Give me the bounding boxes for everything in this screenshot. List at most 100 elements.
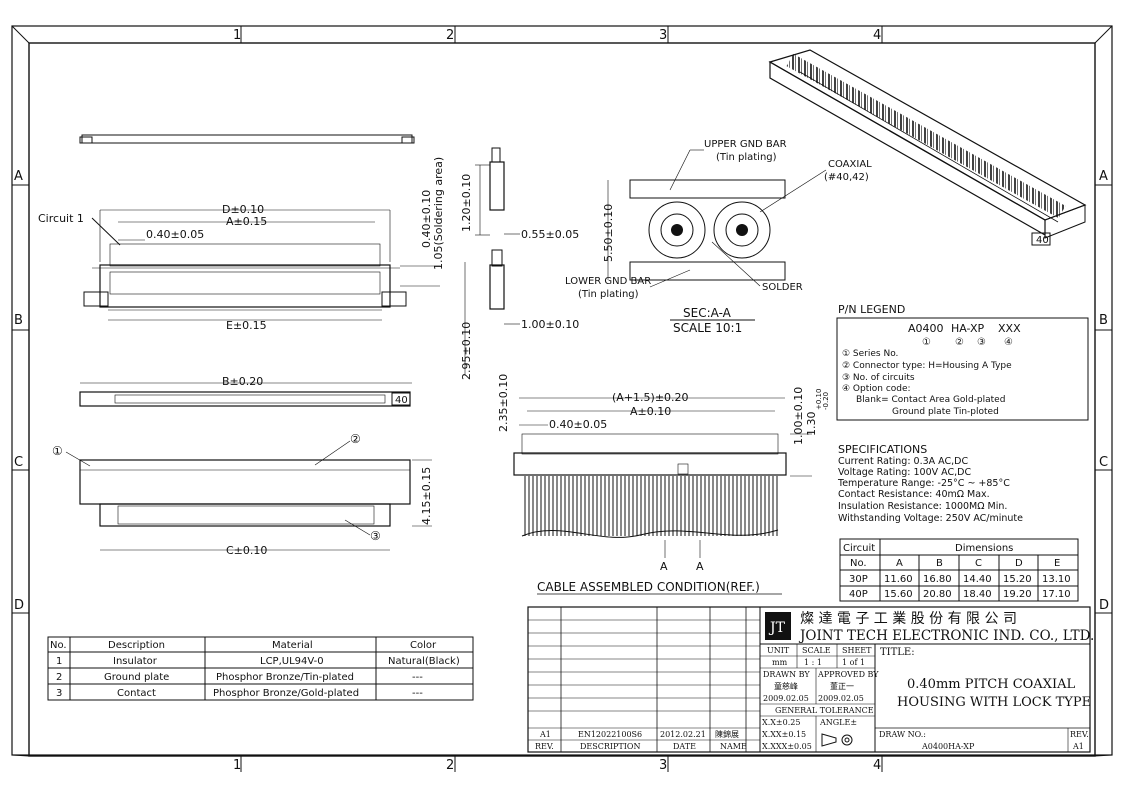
mt-h-no: No. [50, 640, 67, 651]
angle-label: ANGLE± [819, 718, 857, 727]
zone-row-c-right: C [1099, 455, 1108, 470]
drawn-label: DRAWN BY [763, 670, 810, 679]
approved-name: 董正一 [830, 681, 854, 691]
pn-title: P/N LEGEND [838, 303, 905, 316]
dt-col-a: A [896, 558, 903, 569]
iso-40-label: 40 [1036, 235, 1049, 246]
company-en: JOINT TECH ELECTRONIC IND. CO., LTD. [798, 628, 1094, 644]
rev-row-desc: EN12022100S6 [578, 730, 642, 739]
sheet-label: SHEET [842, 646, 872, 655]
pn-item-3: ③ No. of circuits [842, 373, 915, 383]
mt-r3-no: 3 [56, 688, 62, 699]
bottom-strip-view: B±0.20 40 [79, 375, 412, 407]
cable-tol-minus: -0.20 [822, 392, 830, 410]
sec-label: SEC:A-A [683, 306, 732, 320]
drawing-title-1: 0.40mm PITCH COAXIAL [907, 677, 1075, 692]
bottom-view: ① ② ③ C±0.10 4.15±0.15 [52, 432, 433, 557]
approved-date: 2009.02.05 [818, 694, 864, 703]
drawn-name: 童慈峰 [774, 681, 798, 691]
scale-label: SCALE 10:1 [673, 321, 742, 335]
unit-label: UNIT [767, 646, 790, 655]
drawno-value: A0400HA-XP [921, 742, 975, 751]
mt-r1-no: 1 [56, 656, 62, 667]
title-block: A1 EN12022100S6 2012.02.21 陳錦展 REV. DESC… [527, 606, 1094, 753]
drawno-label: DRAW NO.: [879, 730, 926, 739]
mt-r2-material: Phosphor Bronze/Tin-plated [216, 672, 354, 683]
cable-view: (A+1.5)±0.20 A±0.10 0.40±0.05 2.35±0.10 … [497, 374, 830, 595]
pn-code-1: A0400 [908, 322, 944, 335]
zone-row-a: A [14, 169, 23, 184]
zone-col-3-bottom: 3 [659, 758, 667, 773]
mt-h-desc: Description [108, 640, 165, 651]
dt-h-dims: Dimensions [955, 543, 1013, 554]
pn-mark-2: ② [955, 337, 964, 348]
dt-row1-no: 30P [849, 574, 868, 585]
dim-pitch: 0.40±0.05 [146, 228, 204, 241]
pn-item-5: Blank= Contact Area Gold-plated [856, 395, 1005, 405]
rev-row-date: 2012.02.21 [660, 730, 706, 739]
scale-label-tb: SCALE [802, 646, 831, 655]
dim-2-95: 2.95±0.10 [460, 322, 473, 380]
unit-value: mm [772, 658, 788, 667]
dt-row1-b: 16.80 [923, 574, 952, 585]
dt-row1-a: 11.60 [884, 574, 913, 585]
cable-dim-100: 1.00±0.10 [792, 387, 805, 445]
mt-h-color: Color [410, 640, 437, 651]
material-table: No. Description Material Color 1 Insulat… [47, 636, 474, 701]
cable-mark-a2: A [696, 560, 704, 573]
spec-line-1: Current Rating: 0.3A AC,DC [838, 456, 968, 467]
rev-h-desc: DESCRIPTION [580, 742, 640, 751]
spec-line-3: Temperature Range: -25°C ~ +85°C [837, 478, 1010, 489]
drawn-date: 2009.02.05 [763, 694, 809, 703]
cable-dim-235: 2.35±0.10 [497, 374, 510, 432]
mt-r3-color: --- [412, 688, 423, 699]
dt-row2-c: 18.40 [963, 589, 992, 600]
rev-label: REV. [1070, 730, 1089, 739]
dim-5-50: 5.50±0.10 [602, 204, 615, 262]
dt-row2-b: 20.80 [923, 589, 952, 600]
pn-code-3: XXX [998, 322, 1021, 335]
pn-item-2: ② Connector type: H=Housing A Type [842, 361, 1012, 371]
section-a-a: 5.50±0.10 UPPER GND BAR (Tin plating) CO… [565, 139, 872, 335]
mt-r1-material: LCP,UL94V-0 [260, 656, 324, 667]
front-view: Circuit 1 D±0.10 A±0.15 0.40±0.05 E±0.15… [38, 157, 445, 332]
cable-dim-130: 1.30 [805, 412, 818, 437]
mt-r2-desc: Ground plate [104, 672, 169, 683]
title-label: TITLE: [880, 647, 915, 658]
tolerance-label: GENERAL TOLERANCE [775, 706, 874, 715]
side-view: 1.20±0.10 0.55±0.05 2.95±0.10 1.00±0.10 [460, 147, 579, 380]
dt-col-b: B [936, 558, 943, 569]
dt-row2-no: 40P [849, 589, 868, 600]
zone-col-1-bottom: 1 [233, 758, 241, 773]
upper-gnd-label: UPPER GND BAR [704, 139, 787, 150]
cable-mark-a1: A [660, 560, 668, 573]
dt-row1-c: 14.40 [963, 574, 992, 585]
tolerance-1: X.X±0.25 [762, 718, 800, 727]
zone-col-2-bottom: 2 [446, 758, 454, 773]
mt-h-material: Material [272, 640, 313, 651]
circuit-1-label: Circuit 1 [38, 212, 84, 225]
dt-h-circuit: Circuit [843, 543, 875, 554]
cable-dim-pitch: 0.40±0.05 [549, 418, 607, 431]
pn-mark-1: ① [922, 337, 931, 348]
logo-mark-icon: JT [768, 620, 786, 636]
dim-a: A±0.15 [226, 215, 267, 228]
lower-gnd-note: (Tin plating) [578, 289, 639, 300]
tolerance-3: X.XXX±0.05 [762, 742, 812, 751]
lower-gnd-label: LOWER GND BAR [565, 276, 651, 287]
cable-dim-a15: (A+1.5)±0.20 [612, 391, 689, 404]
mt-r3-material: Phosphor Bronze/Gold-plated [213, 688, 359, 699]
spec-line-6: Withstanding Voltage: 250V AC/minute [838, 513, 1023, 524]
zone-col-3: 3 [659, 28, 667, 43]
zone-col-1: 1 [233, 28, 241, 43]
zone-col-2: 2 [446, 28, 454, 43]
top-view [79, 134, 415, 144]
scale-value: 1 : 1 [804, 658, 822, 667]
dim-4-15: 4.15±0.15 [420, 467, 433, 525]
cable-caption: CABLE ASSEMBLED CONDITION(REF.) [537, 580, 760, 594]
dt-row1-d: 15.20 [1003, 574, 1032, 585]
coaxial-label: COAXIAL [828, 159, 872, 170]
zone-row-a-right: A [1099, 169, 1108, 184]
dim-0-40: 0.40±0.10 [420, 190, 433, 248]
dt-h-no: No. [850, 558, 867, 569]
